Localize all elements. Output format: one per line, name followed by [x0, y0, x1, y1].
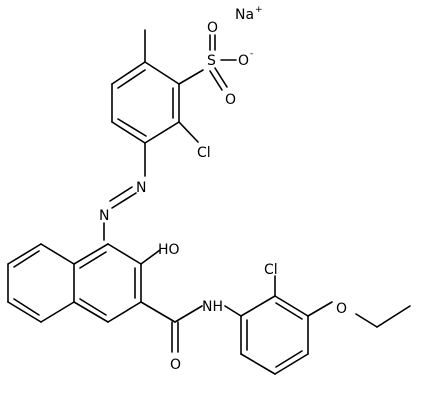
- chlorine-lower-label: Cl: [264, 262, 278, 278]
- carbonyl-oxygen-label: O: [170, 357, 181, 373]
- oxygen-right-label: O: [238, 53, 249, 69]
- lower-benzene-ring: [240, 295, 309, 375]
- chlorine-upper-label: Cl: [197, 145, 211, 161]
- sulfonate-group: [178, 34, 237, 91]
- sodium-charge: +: [255, 5, 263, 15]
- hydroxyl-bond: [140, 249, 161, 265]
- oxygen-bottom-label: O: [225, 92, 236, 108]
- ethoxy-group: [307, 301, 411, 328]
- oxygen-right-charge: -: [250, 49, 253, 59]
- upper-chloro-bond: [178, 121, 199, 143]
- sulfur-label: S: [207, 53, 216, 69]
- azo-n1-label: N: [136, 180, 146, 196]
- oxygen-top-label: O: [207, 20, 218, 36]
- amide-group: [140, 301, 242, 353]
- azo-linkage: [103, 142, 146, 241]
- upper-benzene-ring: [111, 61, 180, 144]
- azo-n2-label: N: [99, 208, 109, 224]
- hydroxyl-label: HO: [158, 242, 180, 258]
- sodium-label: Na: [235, 7, 254, 23]
- naphthalene-ring: [7, 243, 142, 323]
- amide-nh-label: NH: [202, 299, 223, 315]
- ether-oxygen-label: O: [336, 301, 347, 317]
